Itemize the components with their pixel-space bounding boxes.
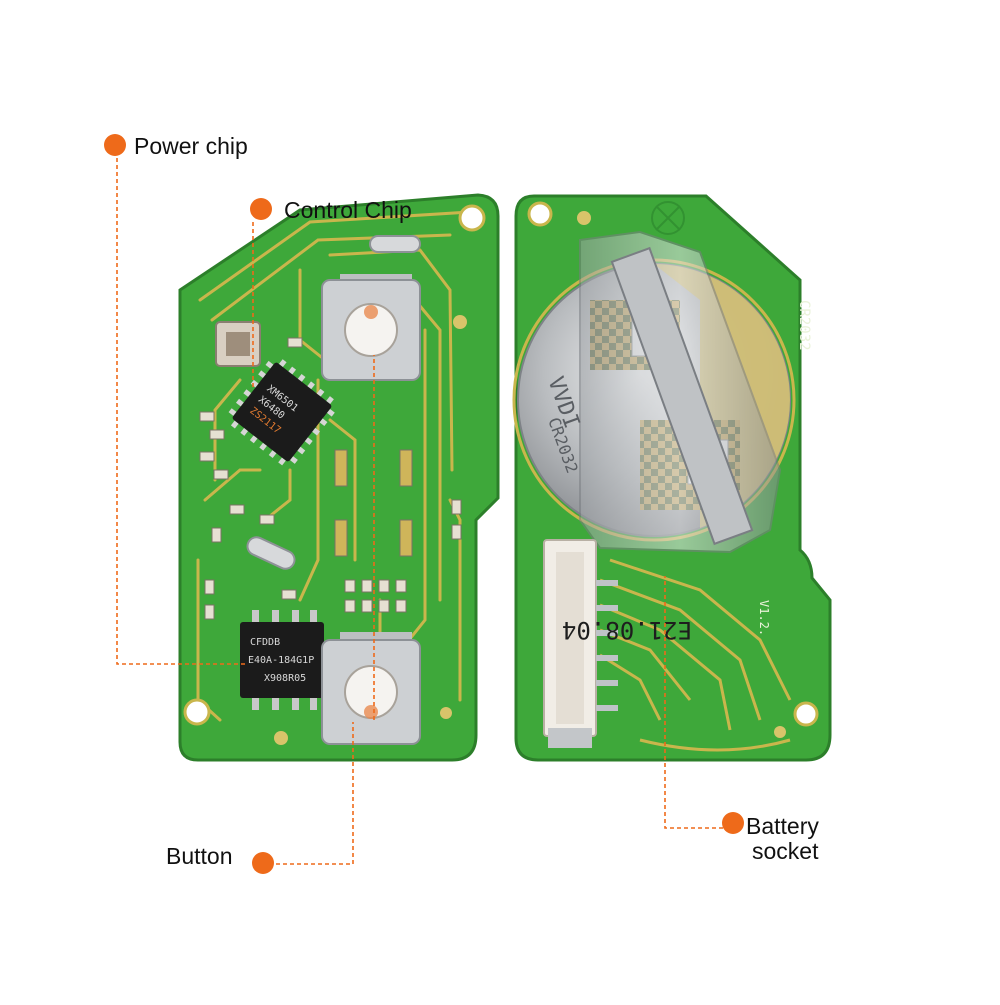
board-model-text: V1.2. — [757, 600, 771, 636]
control-chip-dot — [250, 198, 272, 220]
power-chip: CFDDB E40A-184G1P X908R05 — [240, 610, 324, 710]
battery-socket: VVDI CR2032 — [517, 230, 791, 554]
power-chip-leader — [116, 158, 248, 665]
smd-components — [199, 337, 462, 620]
button-label: Button — [166, 843, 233, 869]
power-chip-dot — [104, 134, 126, 156]
battery-socket-leader — [664, 576, 730, 829]
crystal-component — [215, 235, 421, 570]
callout-leaders — [116, 158, 730, 865]
battery-socket-dot — [722, 812, 744, 834]
battery-socket-label-line2: socket — [752, 838, 819, 864]
mounting-holes-back — [527, 201, 819, 738]
power-chip-label: Power chip — [134, 133, 248, 159]
power-chip-marking-2: E40A-184G1P — [248, 655, 314, 666]
control-chip-label: Control Chip — [284, 197, 412, 223]
connector-header — [543, 539, 618, 748]
button-dot — [252, 852, 274, 874]
pcb-back-board: CR2032 VVDI CR2032 — [512, 194, 832, 762]
control-chip: XM6501 X6480 ZS2117 — [228, 359, 335, 466]
button-leader — [276, 722, 354, 865]
power-chip-marking-3: X908R05 — [264, 673, 306, 684]
board-logo — [651, 201, 685, 235]
battery-socket-label-line1: Battery — [746, 813, 819, 839]
battery-ring-label: CR2032 — [796, 300, 812, 351]
tactile-button-bottom — [321, 632, 421, 745]
mounting-holes-front — [183, 204, 486, 745]
power-chip-marking-1: CFDDB — [250, 637, 280, 648]
pcb-front-board: XM6501 X6480 ZS2117 CFDDB E40A-184G1P X9… — [178, 193, 500, 762]
date-code: E21.08.04 — [562, 616, 692, 644]
tactile-button-top — [321, 274, 421, 381]
